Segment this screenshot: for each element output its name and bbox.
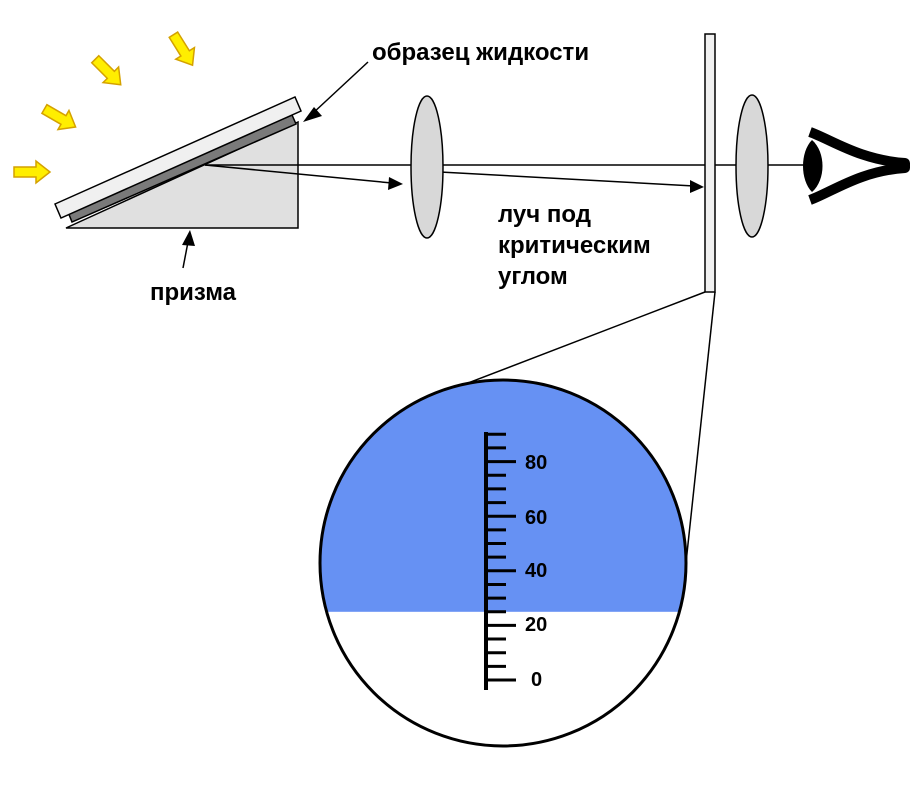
critical-ray xyxy=(439,171,695,187)
measurement-scale xyxy=(484,432,516,690)
critical-ray-arrowhead xyxy=(690,180,704,193)
ray-to-lens xyxy=(204,164,393,184)
scale-plate xyxy=(704,33,716,293)
field-of-view xyxy=(318,378,688,748)
objective-lens xyxy=(410,95,444,239)
ray-label-line2: критическим xyxy=(498,232,651,259)
zoom-line-left xyxy=(454,291,706,389)
light-arrow-icon xyxy=(168,31,196,67)
scale-number-60: 60 xyxy=(525,507,547,529)
eye-icon xyxy=(803,127,910,205)
sample-slide xyxy=(54,96,302,219)
ray-label-line1: луч под xyxy=(498,201,591,228)
prism-pointer-head xyxy=(182,230,195,246)
sample-pointer-head xyxy=(303,107,322,122)
light-arrow-icon xyxy=(40,103,77,131)
sample-pointer xyxy=(311,61,369,115)
sample-label: образец жидкости xyxy=(372,39,589,66)
prism-label: призма xyxy=(150,279,237,306)
light-arrow-icon xyxy=(90,54,122,86)
ray-arrowhead xyxy=(388,177,403,190)
prism-pointer xyxy=(182,241,189,269)
zoom-line-right xyxy=(684,291,716,573)
scale-number-0: 0 xyxy=(531,669,542,691)
scale-number-20: 20 xyxy=(525,614,547,636)
scale-number-40: 40 xyxy=(525,560,547,582)
shadow-boundary-field xyxy=(320,380,686,612)
scale-number-80: 80 xyxy=(525,452,547,474)
ray-label-line3: углом xyxy=(498,263,568,290)
eyepiece-lens xyxy=(735,94,769,238)
light-arrow-icon xyxy=(13,159,52,185)
light-arrows xyxy=(13,31,196,185)
